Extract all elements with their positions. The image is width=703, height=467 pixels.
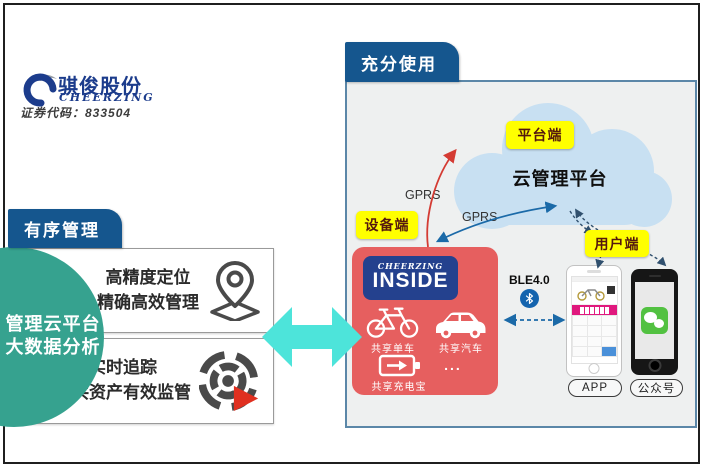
- badge-brand-text: CHEERZING: [377, 261, 444, 271]
- app-phone-icon: [566, 265, 622, 377]
- numeric-keypad: [572, 315, 617, 357]
- cheerzing-inside-badge: CHEERZING INSIDE: [363, 256, 458, 300]
- device-box: CHEERZING INSIDE 共享单车 共享汽车 共享充电宝: [352, 247, 498, 395]
- bluetooth-icon: [520, 289, 539, 308]
- wechat-icon: [641, 307, 668, 334]
- stock-code: 证券代码：833504: [20, 106, 132, 120]
- badge-product-text: INSIDE: [372, 269, 449, 292]
- caption-line2: 大数据分析: [5, 336, 101, 357]
- device-tag: 设备端: [356, 211, 418, 239]
- car-label: 共享汽车: [439, 344, 483, 355]
- right-section-banner: 充分使用: [345, 42, 459, 82]
- tracking-line1: 实时追踪: [89, 358, 157, 378]
- bike-icon: [366, 307, 419, 338]
- app-bike-illustration: [577, 289, 605, 301]
- gprs-label-link: GPRS: [462, 210, 498, 224]
- user-tag: 用户端: [585, 230, 649, 257]
- left-section-banner: 有序管理: [8, 209, 122, 248]
- radar-tracking-icon: [199, 350, 259, 412]
- wechat-pill: 公众号: [630, 379, 683, 397]
- caption-line1: 管理云平台: [5, 314, 101, 334]
- car-icon: [436, 312, 486, 339]
- app-bike-area: [572, 282, 617, 305]
- company-name: 骐俊股份: [58, 76, 142, 98]
- cloud-title: 云管理平台: [512, 169, 608, 189]
- powerbank-icon: [378, 354, 420, 377]
- ble-label: BLE4.0: [509, 273, 550, 287]
- cloud-platform-caption: 管理云平台 大数据分析: [2, 313, 104, 358]
- code-entry-bar: [572, 305, 617, 315]
- positioning-card-text: 高精度定位 精确高效管理: [97, 266, 199, 315]
- phone-speaker: [587, 270, 601, 273]
- positioning-line2: 精确高效管理: [97, 292, 199, 312]
- outer-frame: [3, 3, 700, 464]
- tracking-line2: 公共资产有效监管: [55, 383, 191, 402]
- platform-tag: 平台端: [506, 121, 574, 149]
- wechat-screen: [635, 282, 674, 359]
- brand-name: CHEERZING: [59, 91, 155, 104]
- swirl-logo-icon: [23, 73, 57, 107]
- more-devices-dots: ...: [444, 357, 462, 373]
- phone-speaker: [648, 275, 661, 277]
- bike-label: 共享单车: [371, 344, 415, 355]
- location-pin-icon: [210, 260, 260, 321]
- qr-chip: [607, 286, 615, 294]
- home-button: [588, 363, 600, 374]
- tracking-card-text: 实时追踪 公共资产有效监管: [55, 356, 191, 405]
- app-pill: APP: [568, 379, 622, 397]
- app-statusbar: [572, 277, 617, 282]
- app-screen: [571, 276, 618, 364]
- gprs-label-up: GPRS: [405, 188, 441, 202]
- wechat-phone-icon: [631, 269, 678, 375]
- powerbank-label: 共享充电宝: [371, 382, 427, 393]
- home-button: [648, 359, 661, 372]
- positioning-line1: 高精度定位: [105, 267, 191, 287]
